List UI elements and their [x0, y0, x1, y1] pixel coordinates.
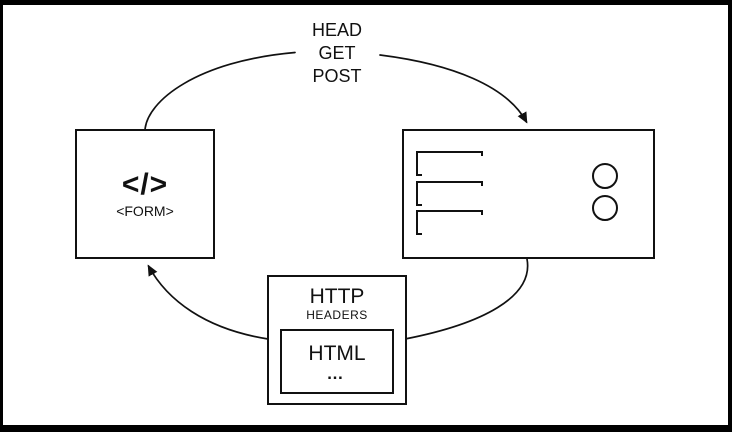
method-get: GET — [318, 43, 356, 63]
method-head: HEAD — [311, 20, 362, 40]
payload-box: HTML … — [280, 329, 394, 394]
server-rack-icon — [416, 151, 618, 235]
server-indicator-icon — [592, 195, 618, 221]
response-box: HTTP HEADERS HTML … — [267, 275, 407, 405]
response-headers-label: HEADERS — [306, 308, 368, 322]
server-slot-icon — [416, 181, 483, 206]
method-post: POST — [312, 66, 362, 86]
response-arc-right — [404, 258, 529, 340]
request-arc-left — [144, 51, 296, 131]
form-tag-label: <FORM> — [116, 202, 174, 219]
code-icon: </> — [121, 167, 169, 201]
response-protocol-label: HTTP — [309, 285, 365, 308]
server-indicator-icon — [592, 163, 618, 189]
payload-ellipsis: … — [326, 363, 348, 383]
payload-html-label: HTML — [308, 341, 366, 365]
response-arrow-up — [147, 264, 269, 340]
request-arrow-down — [379, 54, 528, 124]
request-methods-label: HEAD GET POST — [277, 19, 397, 88]
client-box: </> <FORM> — [75, 129, 215, 259]
server-slot-icon — [416, 210, 483, 235]
server-slot-icon — [416, 151, 483, 176]
server-box — [402, 129, 655, 259]
